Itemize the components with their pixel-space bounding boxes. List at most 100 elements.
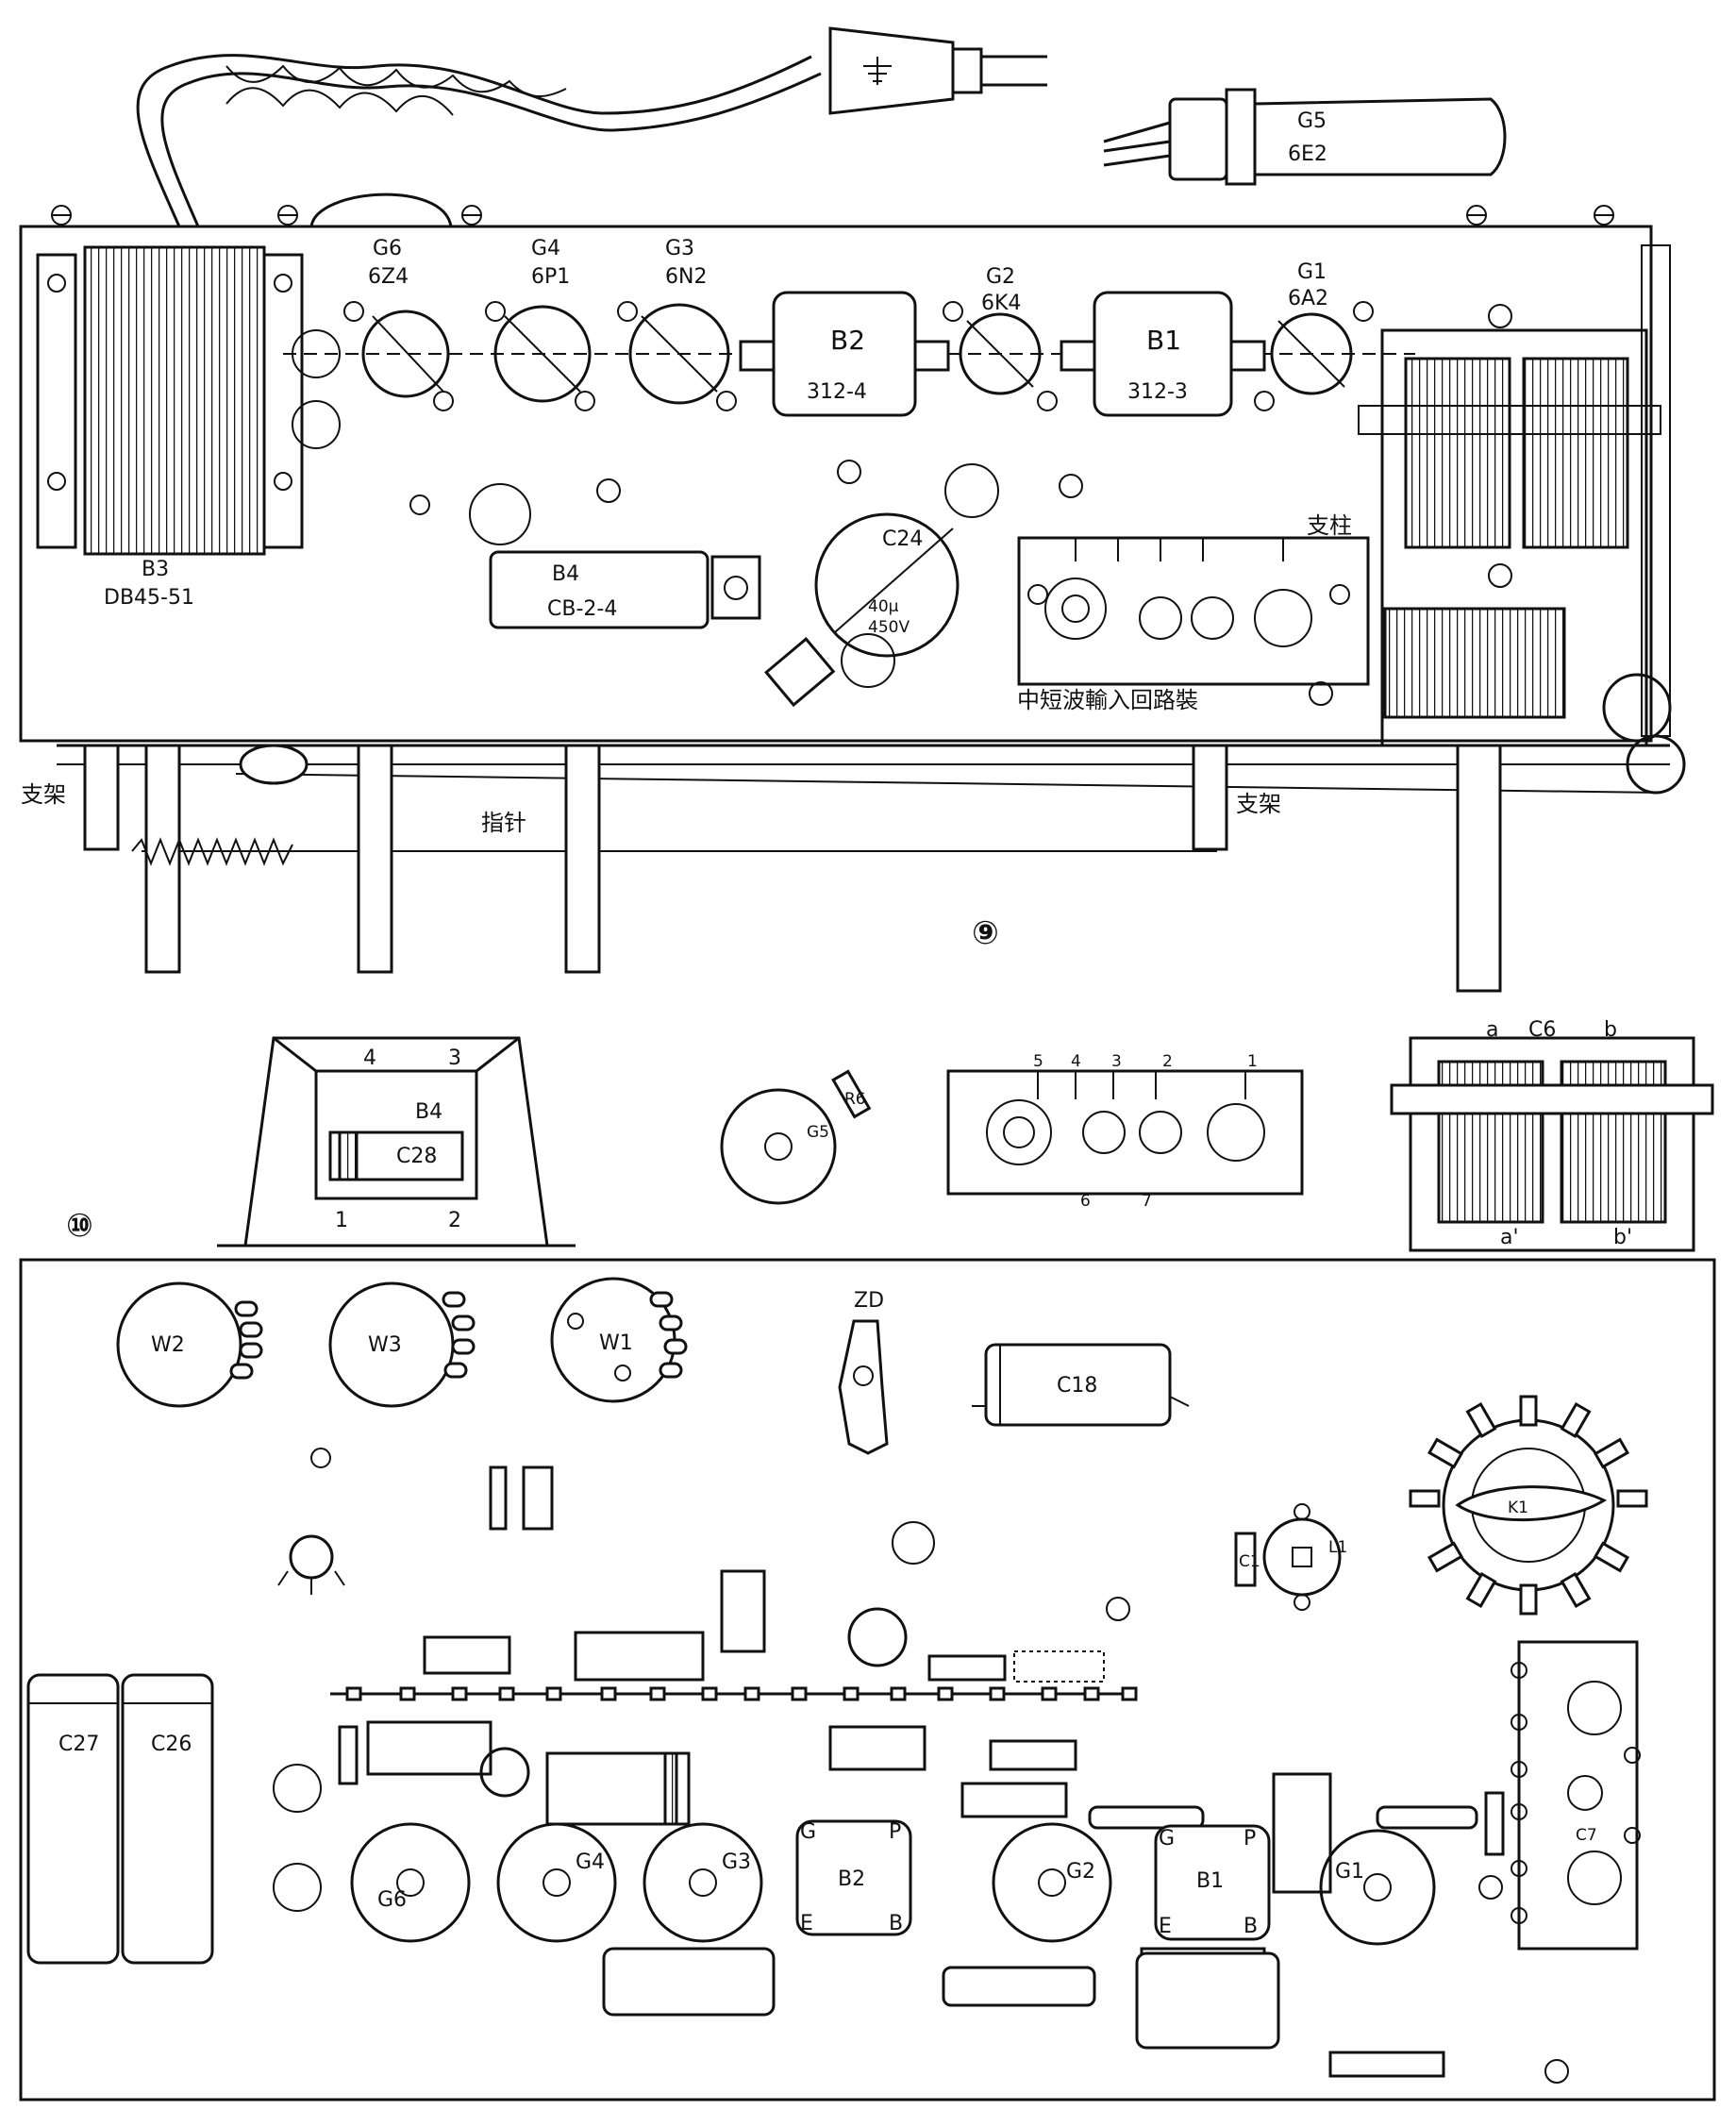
chassis-bump xyxy=(309,193,453,227)
zd-lug: ZD xyxy=(838,1289,889,1455)
g6-socket-label: G6 xyxy=(377,1888,407,1912)
b4-pin-4: 4 xyxy=(363,1047,376,1070)
c10-capacitor xyxy=(1272,1772,1332,1894)
g3-socket-label: G3 xyxy=(722,1850,751,1874)
c14-capacitor xyxy=(989,1739,1077,1771)
g1-label: G1 xyxy=(1297,260,1327,284)
coil-pin-6: 6 xyxy=(1080,1192,1091,1211)
b2-pin-p: P xyxy=(889,1820,901,1844)
c12-capacitor xyxy=(1013,1650,1105,1683)
r1-resistor xyxy=(1376,1805,1478,1830)
c26-capacitor: C26 xyxy=(121,1673,214,1965)
k1-band-switch: K1 xyxy=(1409,1395,1648,1616)
coil-pin-4: 4 xyxy=(1071,1052,1081,1071)
g3-type: 6N2 xyxy=(665,265,707,289)
c19-capacitor xyxy=(522,1465,554,1531)
coil-pin-5: 5 xyxy=(1033,1052,1043,1071)
b4-pin-3: 3 xyxy=(448,1047,461,1070)
post-label: 支柱 xyxy=(1307,512,1352,539)
c6-terminal-a-prime: a' xyxy=(1500,1226,1519,1249)
r15-resistor xyxy=(489,1465,508,1531)
c27-capacitor: C27 xyxy=(26,1673,120,1965)
g1-socket-label: G1 xyxy=(1335,1860,1364,1884)
c13-capacitor xyxy=(960,1782,1068,1818)
c24-voltage: 450V xyxy=(868,618,910,637)
g5-label: G5 xyxy=(1297,109,1327,133)
r20-trimpot xyxy=(277,1534,345,1595)
r3-resistor xyxy=(942,1966,1096,2007)
b2-pin-b: B xyxy=(889,1912,903,1935)
variable-capacitor-top xyxy=(1358,244,1686,795)
g5-tube: G5 6E2 xyxy=(1103,88,1507,186)
b1-pin-g: G xyxy=(1159,1827,1175,1850)
terminal-strip xyxy=(330,1686,1138,1701)
l1-coil: L1 C1 xyxy=(1234,1503,1347,1611)
b4-label: B4 xyxy=(552,562,579,586)
b4-pin-2: 2 xyxy=(448,1209,461,1232)
c24-capacitor: C24 40μ 450V xyxy=(764,460,999,708)
w2-label: W2 xyxy=(151,1333,185,1357)
c26-label: C26 xyxy=(151,1733,192,1756)
w1-pot: W1 xyxy=(550,1277,688,1403)
b1-pin-e: E xyxy=(1159,1915,1172,1938)
b3-model-label: DB45-51 xyxy=(104,586,194,610)
c25-capacitor xyxy=(602,1947,776,2017)
b4-pin-1: 1 xyxy=(335,1209,348,1232)
g3-socket-top: G3 6N2 xyxy=(617,237,737,411)
r2-resistor xyxy=(1484,1791,1505,1856)
g5-type-label: 6E2 xyxy=(1288,142,1327,166)
figure-9-number: ⑨ xyxy=(972,914,999,952)
r5-resistor xyxy=(1088,1805,1205,1830)
b3-label: B3 xyxy=(142,558,169,581)
c20-capacitor xyxy=(423,1635,511,1675)
b1-bottom-label: B1 xyxy=(1196,1869,1224,1893)
g1-socket: G1 xyxy=(1319,1829,1436,1946)
r13-resistor xyxy=(338,1725,359,1785)
figure-10-number: ⑩ xyxy=(66,1207,93,1245)
power-plug xyxy=(828,26,1047,115)
g3-socket: G3 xyxy=(643,1822,763,1943)
k1-label: K1 xyxy=(1508,1499,1528,1517)
coil-pin-3: 3 xyxy=(1111,1052,1122,1071)
c27-label: C27 xyxy=(58,1733,99,1756)
figure-10-chassis: W2 W3 W1 ZD xyxy=(19,1258,1716,2102)
g2-type: 6K4 xyxy=(981,292,1021,315)
c6-terminal-b-prime: b' xyxy=(1613,1226,1632,1249)
b2-pin-g: G xyxy=(800,1820,816,1844)
g4-type: 6P1 xyxy=(531,265,570,289)
c18-label: C18 xyxy=(1057,1374,1097,1398)
coil-board-detail: 5 4 3 2 1 6 7 xyxy=(946,1052,1304,1211)
g1-socket-top: G1 6A2 xyxy=(1254,260,1374,411)
b1-label: B1 xyxy=(1146,325,1181,356)
b4-choke: B4 CB-2-4 xyxy=(489,550,761,629)
w1-label: W1 xyxy=(599,1331,633,1355)
g2-socket: G2 xyxy=(992,1822,1112,1943)
g2-socket-label: G2 xyxy=(1066,1860,1095,1884)
dial-mechanism: 支架 支架 指针 xyxy=(21,744,1670,993)
input-circuit-label: 中短波輸入回路裝 xyxy=(1017,687,1198,713)
c6-terminal-a: a xyxy=(1486,1018,1498,1042)
b1-pin-b: B xyxy=(1244,1915,1258,1938)
b4-detail-label: B4 xyxy=(415,1100,442,1124)
g4-socket-top: G4 6P1 xyxy=(485,237,595,411)
r6-label: R6 xyxy=(844,1090,866,1109)
b2-label: B2 xyxy=(830,325,865,356)
g4-label: G4 xyxy=(531,237,560,260)
coil-pin-7: 7 xyxy=(1142,1192,1152,1211)
w3-pot: W3 xyxy=(328,1281,476,1408)
b2-pin-e: E xyxy=(800,1912,813,1935)
g2-socket-top: G2 6K4 xyxy=(943,265,1058,411)
c7-label: C7 xyxy=(1576,1826,1597,1845)
b1-model: 312-3 xyxy=(1127,380,1188,404)
c22-capacitor xyxy=(720,1569,766,1653)
b4-model: CB-2-4 xyxy=(547,597,617,621)
c16-capacitor xyxy=(927,1654,1007,1682)
b2-if-transformer-top: B2 312-4 xyxy=(739,291,950,417)
g5-socket-label: G5 xyxy=(807,1123,829,1142)
g1-type: 6A2 xyxy=(1288,287,1328,310)
b2-if-transformer: B2 G P E B xyxy=(795,1819,912,1936)
coil-panel: C7 xyxy=(1511,1640,1641,1951)
g2-label: G2 xyxy=(986,265,1015,289)
b3-power-transformer: B3 DB45-51 xyxy=(36,245,304,610)
c18-capacitor: C18 xyxy=(972,1343,1190,1427)
